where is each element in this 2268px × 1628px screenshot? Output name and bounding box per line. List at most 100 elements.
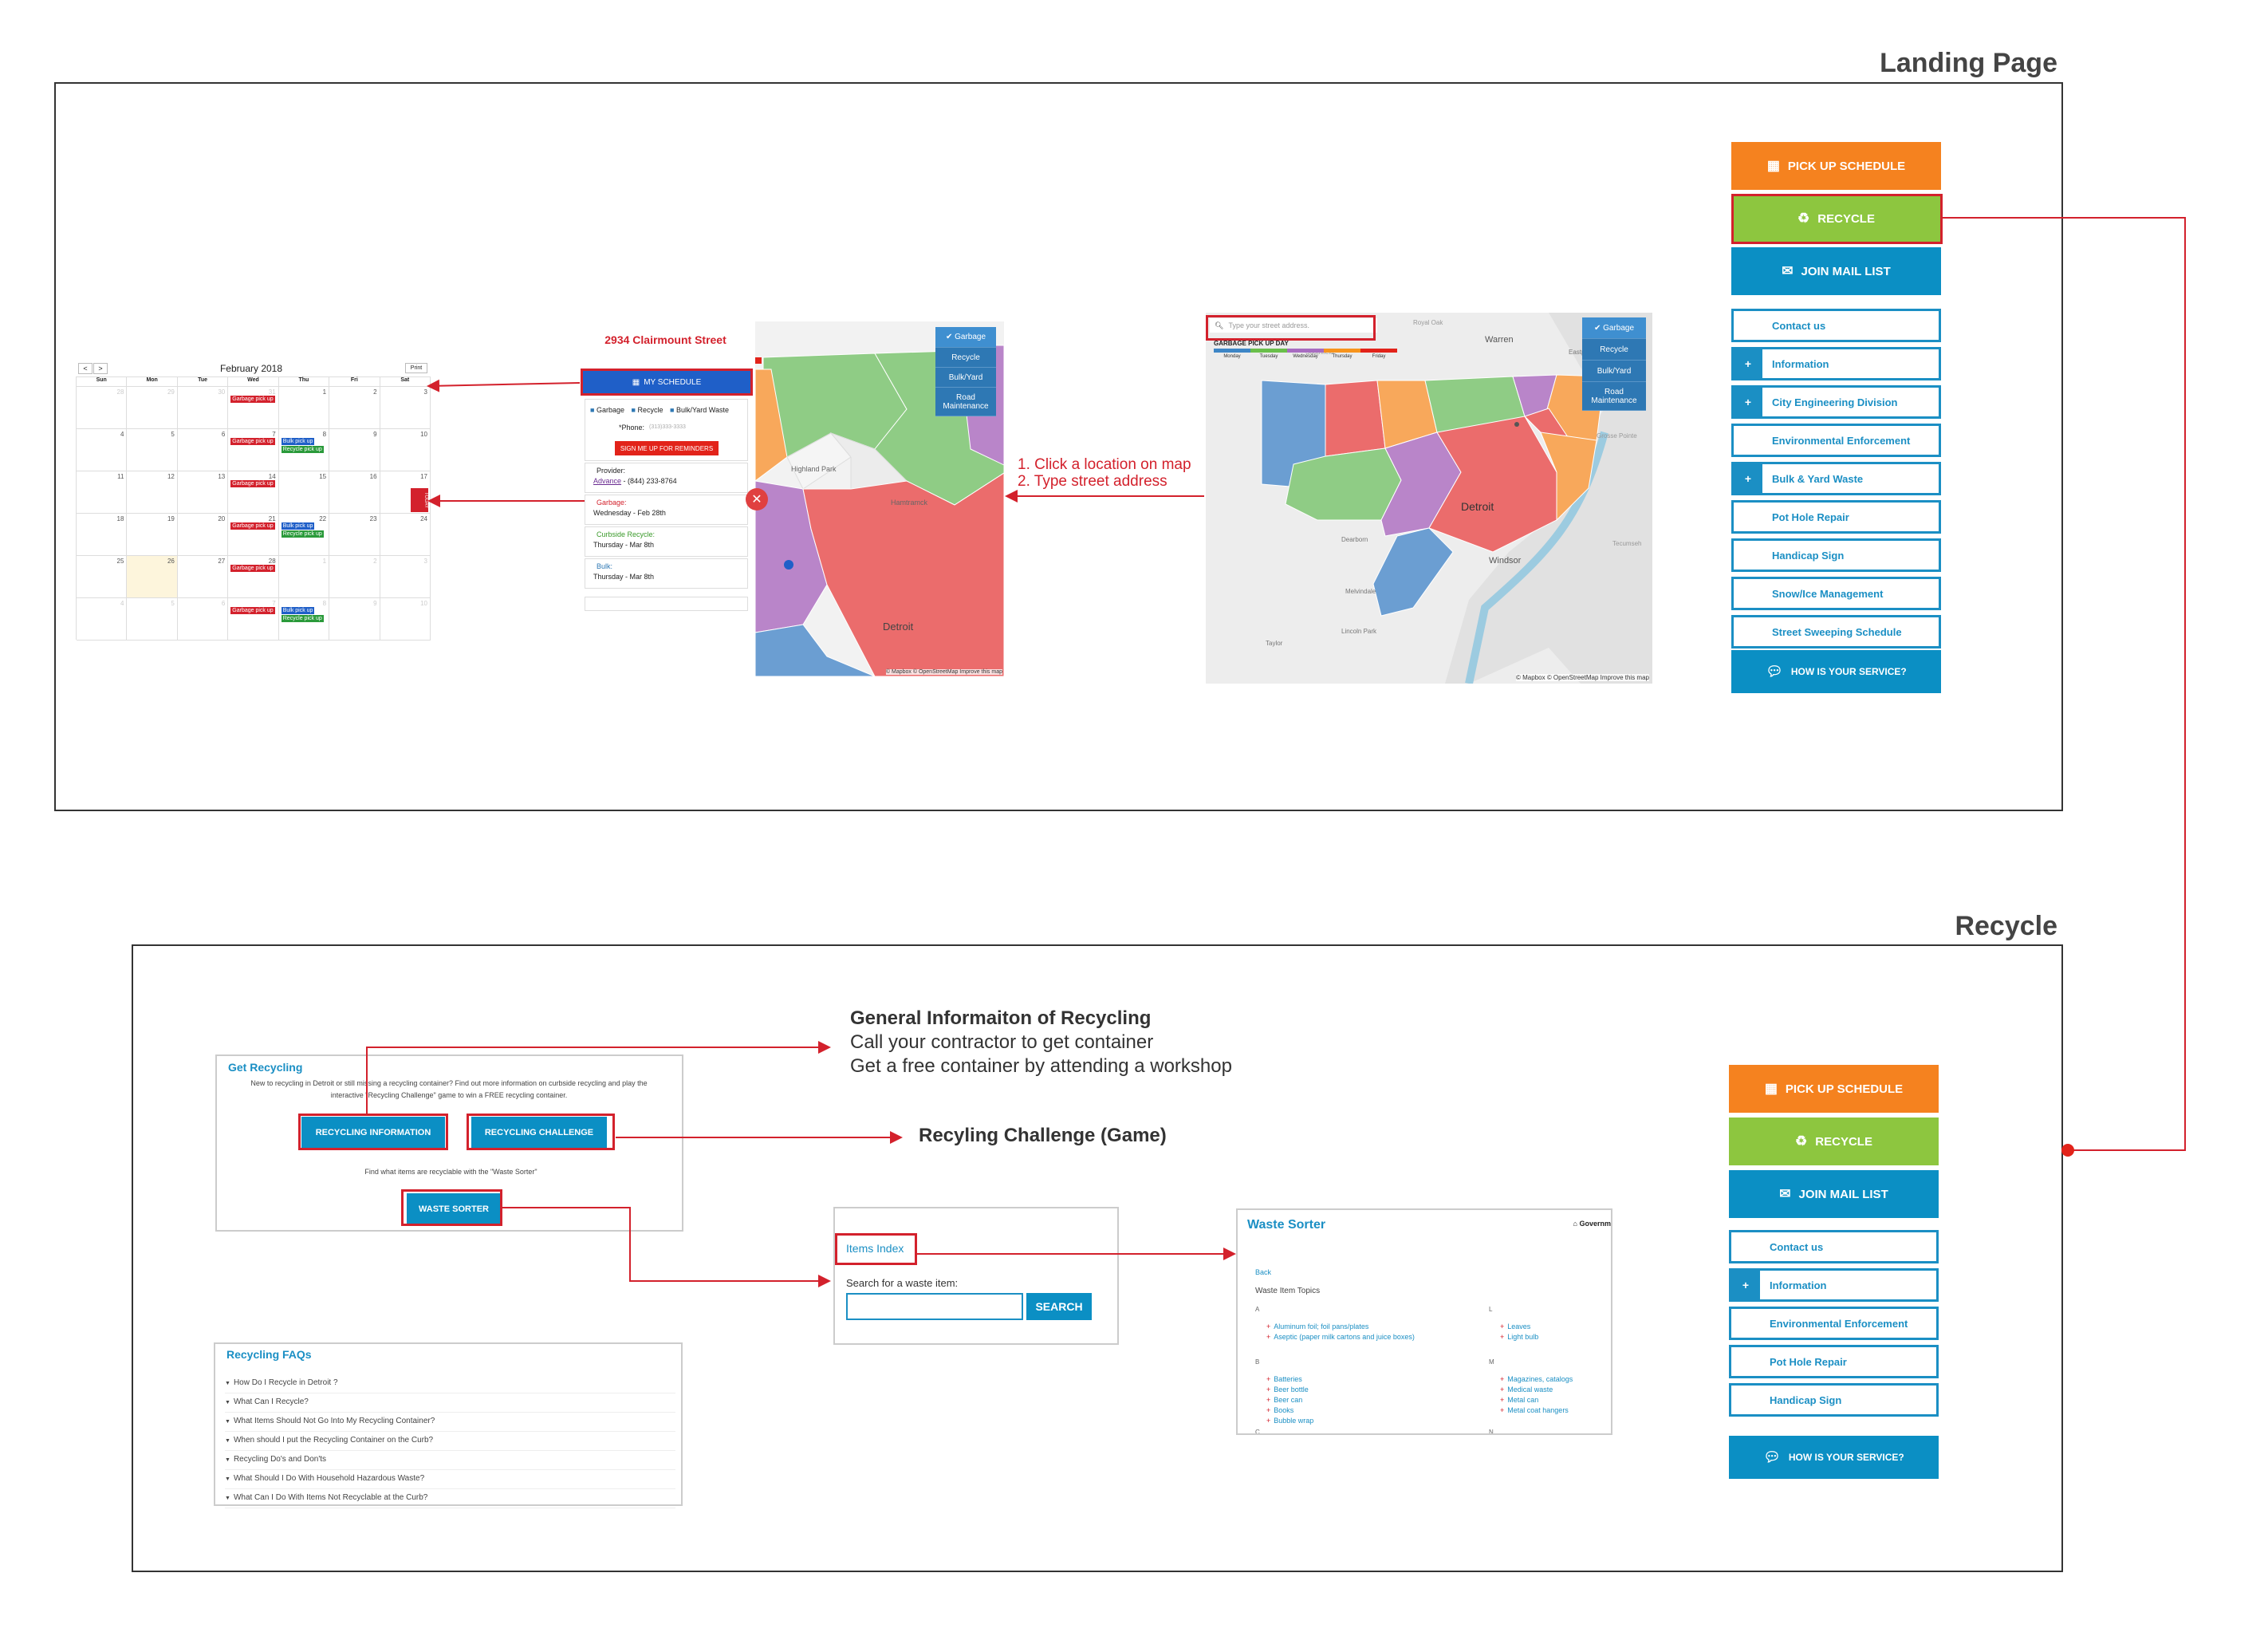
calendar-day-cell[interactable]: 8 <box>278 429 330 471</box>
waste-item-link[interactable]: +Batteries <box>1266 1374 1302 1385</box>
calendar-today-tab[interactable]: TODAY <box>411 488 428 512</box>
waste-sorter-button[interactable]: WASTE SORTER <box>407 1193 501 1225</box>
calendar-event-bulk[interactable]: Bulk pick up <box>281 438 315 445</box>
recycle-page-how-button[interactable]: 💬︎HOW IS YOUR SERVICE? <box>1729 1436 1939 1479</box>
government-link[interactable]: ⌂ Governm <box>1573 1220 1611 1228</box>
calendar-day-cell[interactable]: 16 <box>329 471 380 514</box>
calendar-day-cell[interactable]: 15 <box>278 471 330 514</box>
map-control-road[interactable]: Road Maintenance <box>935 388 996 416</box>
recycling-challenge-button[interactable]: RECYCLING CHALLENGE <box>471 1117 607 1149</box>
calendar-day-cell[interactable]: 1 <box>278 387 330 429</box>
nav-item-handicap-sign[interactable]: Handicap Sign <box>1729 1383 1939 1417</box>
calendar-day-cell[interactable]: 26 <box>127 556 178 598</box>
calendar-day-cell[interactable]: 3 <box>380 556 431 598</box>
calendar-event-garbage[interactable]: Garbage pick up <box>230 480 275 487</box>
calendar-day-cell[interactable]: 28 <box>77 387 128 429</box>
calendar-day-cell[interactable]: 30 <box>177 387 229 429</box>
calendar-event-recycle[interactable]: Recycle pick up <box>281 615 324 622</box>
small-map[interactable]: Highland Park Hamtramck Detroit ✔ Garbag… <box>755 321 1004 676</box>
calendar-day-cell[interactable]: 12 <box>127 471 178 514</box>
calendar-event-recycle[interactable]: Recycle pick up <box>281 530 324 538</box>
calendar-next-button[interactable]: > <box>93 363 108 374</box>
waste-sorter-back-link[interactable]: Back <box>1255 1268 1272 1276</box>
how-is-service-button[interactable]: 💬︎HOW IS YOUR SERVICE? <box>1731 650 1941 693</box>
faq-item[interactable]: ▼What Can I Do With Items Not Recyclable… <box>225 1489 675 1508</box>
calendar-day-cell[interactable]: 9 <box>329 598 380 641</box>
calendar-day-cell[interactable]: 17 <box>380 471 431 514</box>
nav-item-handicap-sign[interactable]: Handicap Sign <box>1731 538 1941 572</box>
large-map[interactable]: Warren Eastpointe Detroit Dearborn Winds… <box>1206 313 1652 684</box>
signup-reminders-button[interactable]: SIGN ME UP FOR REMINDERS <box>615 441 719 455</box>
calendar-day-cell[interactable]: 24 <box>380 514 431 556</box>
calendar-print-button[interactable]: Print <box>405 363 427 373</box>
faq-item[interactable]: ▼How Do I Recycle in Detroit ? <box>225 1374 675 1393</box>
nav-item-information[interactable]: +Information <box>1731 347 1941 380</box>
recycling-information-button[interactable]: RECYCLING INFORMATION <box>301 1117 445 1149</box>
waste-item-link[interactable]: +Books <box>1266 1405 1293 1416</box>
calendar-day-cell[interactable]: 20 <box>177 514 229 556</box>
calendar-day-cell[interactable]: 5 <box>127 598 178 641</box>
waste-item-link[interactable]: +Leaves <box>1500 1322 1530 1332</box>
waste-item-link[interactable]: +Aluminum foil; foil pans/plates <box>1266 1322 1368 1332</box>
waste-item-link[interactable]: +Beer bottle <box>1266 1385 1309 1395</box>
large-map-control-bulk[interactable]: Bulk/Yard <box>1582 361 1646 382</box>
my-schedule-button[interactable]: ▦MY SCHEDULE <box>583 371 750 393</box>
street-search-input[interactable]: 🔍︎Type your street address. <box>1210 318 1377 333</box>
calendar-event-garbage[interactable]: Garbage pick up <box>230 522 275 530</box>
calendar-event-garbage[interactable]: Garbage pick up <box>230 607 275 614</box>
calendar-day-cell[interactable]: 29 <box>127 387 178 429</box>
calendar-day-cell[interactable]: 2 <box>329 387 380 429</box>
calendar-day-cell[interactable]: 31 <box>228 387 279 429</box>
waste-item-link[interactable]: +Aseptic (paper milk cartons and juice b… <box>1266 1332 1415 1342</box>
waste-item-link[interactable]: +Metal coat hangers <box>1500 1405 1569 1416</box>
calendar-day-cell[interactable]: 21 <box>228 514 279 556</box>
large-map-control-road[interactable]: Road Maintenance <box>1582 382 1646 411</box>
large-map-control-garbage[interactable]: ✔ Garbage <box>1582 317 1646 339</box>
calendar-day-cell[interactable]: 25 <box>77 556 128 598</box>
calendar-day-cell[interactable]: 9 <box>329 429 380 471</box>
nav-item-street-sweeping-schedule[interactable]: Street Sweeping Schedule <box>1731 615 1941 648</box>
nav-item-city-engineering-division[interactable]: +City Engineering Division <box>1731 385 1941 419</box>
waste-item-link[interactable]: +Medical waste <box>1500 1385 1553 1395</box>
join-mail-list-button[interactable]: ✉JOIN MAIL LIST <box>1731 247 1941 295</box>
calendar-day-cell[interactable]: 5 <box>127 429 178 471</box>
close-icon[interactable]: ✕ <box>746 488 768 510</box>
calendar-day-cell[interactable]: 14 <box>228 471 279 514</box>
nav-item-snow-ice-management[interactable]: Snow/Ice Management <box>1731 577 1941 610</box>
calendar-day-cell[interactable]: 1 <box>278 556 330 598</box>
faq-item[interactable]: ▼What Can I Recycle? <box>225 1393 675 1413</box>
calendar-prev-button[interactable]: < <box>78 363 93 374</box>
recycle-page-mail-button[interactable]: ✉JOIN MAIL LIST <box>1729 1170 1939 1218</box>
calendar-day-cell[interactable]: 10 <box>380 598 431 641</box>
calendar-event-garbage[interactable]: Garbage pick up <box>230 438 275 445</box>
calendar-day-cell[interactable]: 10 <box>380 429 431 471</box>
recycle-checkbox[interactable]: ■ <box>631 406 636 414</box>
calendar-day-cell[interactable]: 6 <box>177 429 229 471</box>
map-control-garbage[interactable]: ✔ Garbage <box>935 327 996 348</box>
calendar-day-cell[interactable]: 27 <box>177 556 229 598</box>
calendar-event-garbage[interactable]: Garbage pick up <box>230 565 275 572</box>
map-control-recycle[interactable]: Recycle <box>935 348 996 368</box>
recycle-button[interactable]: ♻RECYCLE <box>1731 195 1941 242</box>
calendar-day-cell[interactable]: 7 <box>228 429 279 471</box>
nav-item-environmental-enforcement[interactable]: Environmental Enforcement <box>1729 1307 1939 1340</box>
calendar-event-recycle[interactable]: Recycle pick up <box>281 446 324 453</box>
waste-item-link[interactable]: +Light bulb <box>1500 1332 1538 1342</box>
calendar-event-garbage[interactable]: Garbage pick up <box>230 396 275 403</box>
large-map-control-recycle[interactable]: Recycle <box>1582 339 1646 361</box>
recycle-page-pickup-button[interactable]: ▦PICK UP SCHEDULE <box>1729 1065 1939 1113</box>
calendar-day-cell[interactable]: 28 <box>228 556 279 598</box>
nav-item-environmental-enforcement[interactable]: Environmental Enforcement <box>1731 424 1941 457</box>
faq-item[interactable]: ▼Recycling Do's and Don'ts <box>225 1451 675 1470</box>
waste-item-link[interactable]: +Metal can <box>1500 1395 1538 1405</box>
phone-input[interactable]: (313)333-3333 <box>649 424 686 430</box>
calendar-day-cell[interactable]: 2 <box>329 556 380 598</box>
calendar-day-cell[interactable]: 19 <box>127 514 178 556</box>
nav-item-contact-us[interactable]: Contact us <box>1731 309 1941 342</box>
calendar-event-bulk[interactable]: Bulk pick up <box>281 607 315 614</box>
calendar-event-bulk[interactable]: Bulk pick up <box>281 522 315 530</box>
calendar-day-cell[interactable]: 8 <box>278 598 330 641</box>
items-search-button[interactable]: SEARCH <box>1026 1293 1092 1320</box>
calendar-day-cell[interactable]: 4 <box>77 429 128 471</box>
calendar-day-cell[interactable]: 13 <box>177 471 229 514</box>
